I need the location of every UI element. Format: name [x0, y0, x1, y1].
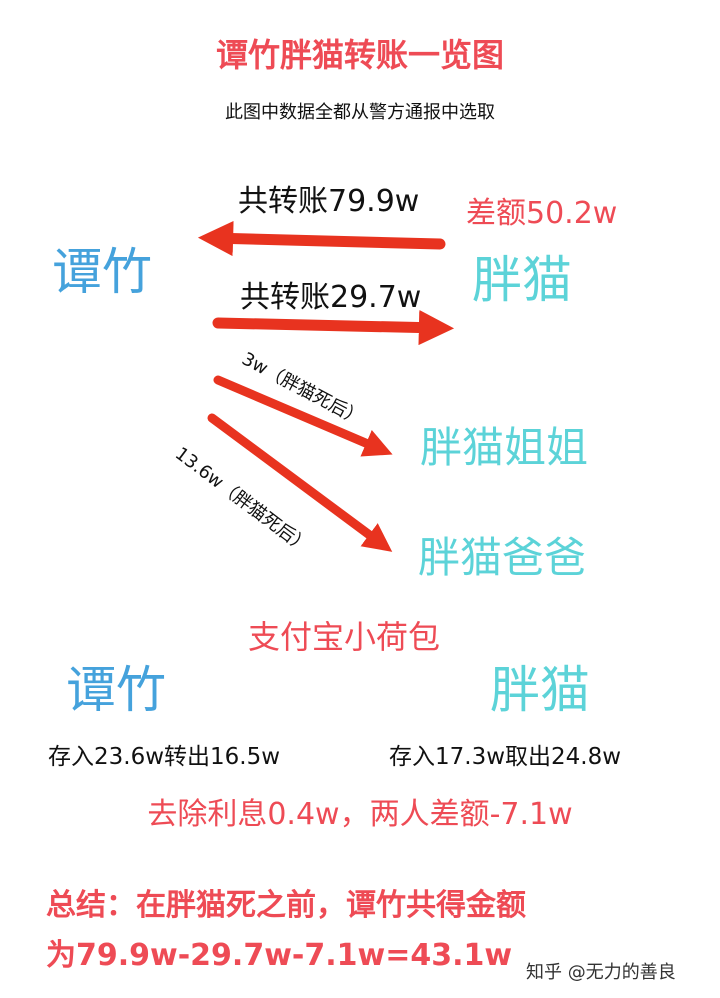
arrow-to-sister — [213, 375, 393, 457]
party-tanzhu: 谭竹 — [52, 243, 152, 301]
arrow-to-father — [207, 413, 393, 552]
alipay-tanzhu-detail: 存入23.6w转出16.5w — [48, 744, 281, 770]
arrow-tanzhu-to-pangmao — [212, 309, 455, 346]
transfer-to-tanzhu-label: 共转账79.9w — [238, 184, 420, 219]
alipay-pangmao-detail: 存入17.3w取出24.8w — [389, 744, 622, 770]
party-sister: 胖猫姐姐 — [420, 423, 589, 472]
conclusion-line-1: 总结：在胖猫死之前，谭竹共得金额 — [46, 888, 526, 923]
watermark: 知乎 @无力的善良 — [526, 962, 676, 983]
arrow-pangmao-to-tanzhu — [197, 220, 446, 257]
difference-label: 差额50.2w — [466, 196, 618, 231]
alipay-heading: 支付宝小荷包 — [248, 618, 441, 656]
transfer-to-pangmao-label: 共转账29.7w — [240, 280, 422, 315]
alipay-party-tanzhu: 谭竹 — [66, 661, 166, 719]
diagram-subtitle: 此图中数据全都从警方通报中选取 — [225, 102, 495, 123]
alipay-party-pangmao: 胖猫 — [490, 661, 590, 719]
party-pangmao: 胖猫 — [472, 251, 572, 309]
diagram-title: 谭竹胖猫转账一览图 — [215, 36, 504, 74]
conclusion-line-2: 为79.9w-29.7w-7.1w=43.1w — [46, 938, 513, 973]
party-father: 胖猫爸爸 — [418, 533, 587, 582]
alipay-summary: 去除利息0.4w，两人差额-7.1w — [147, 797, 573, 832]
